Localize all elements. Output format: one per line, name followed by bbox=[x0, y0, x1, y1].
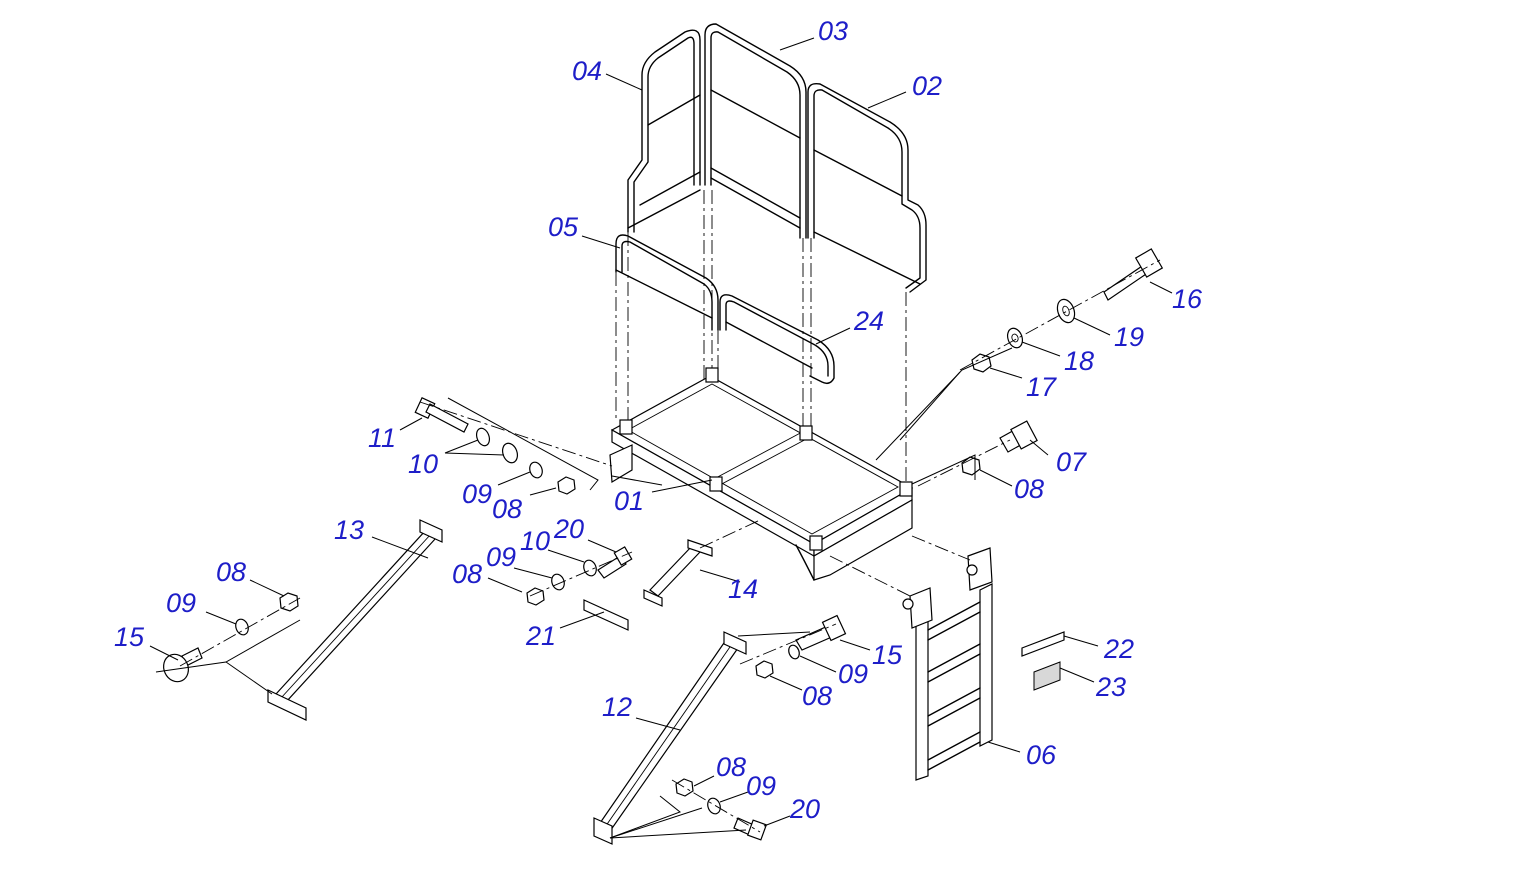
callout-08-middle: 08 bbox=[452, 559, 482, 589]
nut-08-e bbox=[675, 778, 694, 797]
washer-18 bbox=[1006, 327, 1024, 349]
callout-09-bottom: 09 bbox=[746, 771, 776, 801]
railing-05 bbox=[615, 234, 719, 331]
washer-10-a bbox=[475, 427, 491, 447]
railing-24 bbox=[719, 294, 835, 385]
washer-10-b bbox=[501, 442, 519, 464]
washer-09-e bbox=[707, 797, 721, 815]
strut-12-axis bbox=[671, 623, 837, 833]
strut-12 bbox=[593, 631, 747, 845]
callout-01: 01 bbox=[614, 486, 644, 516]
bolt-15-right bbox=[795, 614, 847, 651]
washer-09-c bbox=[551, 573, 565, 591]
callout-08-top-left: 08 bbox=[216, 557, 246, 587]
callout-10-left: 10 bbox=[408, 449, 438, 479]
leaders-22-23 bbox=[1059, 635, 1099, 683]
callout-13: 13 bbox=[334, 515, 364, 545]
callout-20-upper: 20 bbox=[553, 514, 584, 544]
nut-08-c bbox=[526, 587, 545, 606]
callout-07: 07 bbox=[1056, 447, 1087, 477]
callout-09-right: 09 bbox=[838, 659, 868, 689]
railing-03 bbox=[704, 23, 807, 239]
callout-23: 23 bbox=[1095, 672, 1126, 702]
callout-labels: 03 04 02 05 16 24 19 18 17 11 07 10 08 0… bbox=[114, 16, 1203, 824]
callout-05: 05 bbox=[548, 212, 579, 242]
callout-24: 24 bbox=[853, 306, 884, 336]
callout-17: 17 bbox=[1026, 372, 1057, 402]
callout-10-middle: 10 bbox=[520, 526, 550, 556]
plate-21 bbox=[583, 599, 629, 631]
bolt-11 bbox=[414, 396, 469, 433]
washer-19 bbox=[1056, 298, 1076, 324]
callout-12: 12 bbox=[602, 692, 632, 722]
callout-22: 22 bbox=[1103, 634, 1134, 664]
callout-03: 03 bbox=[818, 16, 848, 46]
callout-18: 18 bbox=[1064, 346, 1094, 376]
callout-09-far-left: 09 bbox=[166, 588, 196, 618]
bolt-16 bbox=[1103, 248, 1164, 301]
decal-23 bbox=[1033, 661, 1061, 691]
strut-14-axis bbox=[529, 519, 761, 597]
callout-16: 16 bbox=[1172, 284, 1203, 314]
leaders-07-08 bbox=[911, 439, 1049, 487]
label-plate-22 bbox=[1021, 631, 1065, 657]
ladder-06 bbox=[902, 547, 993, 781]
callout-02: 02 bbox=[912, 71, 942, 101]
strut-14 bbox=[643, 539, 713, 607]
callout-15-right: 15 bbox=[872, 640, 903, 670]
bolt-16-axis bbox=[959, 259, 1161, 371]
leaders-railings bbox=[581, 37, 907, 493]
leader-06 bbox=[987, 741, 1021, 753]
bolt-11-axis bbox=[419, 401, 613, 467]
nut-17 bbox=[971, 353, 992, 373]
callout-08-right: 08 bbox=[1014, 474, 1044, 504]
callout-14: 14 bbox=[728, 574, 758, 604]
callout-06: 06 bbox=[1026, 740, 1057, 770]
nut-08-a bbox=[557, 476, 576, 495]
nut-08-d bbox=[755, 660, 774, 679]
washer-09-a bbox=[529, 461, 543, 479]
strut-13 bbox=[267, 519, 443, 721]
washer-09-d bbox=[788, 644, 800, 660]
washer-09-b bbox=[235, 618, 249, 636]
railing-04 bbox=[627, 29, 701, 233]
bolt-alignment-right bbox=[917, 439, 1011, 487]
callout-19: 19 bbox=[1114, 322, 1144, 352]
pin-15-left bbox=[163, 647, 203, 683]
callout-09-left: 09 bbox=[462, 479, 492, 509]
platform-01 bbox=[609, 367, 914, 581]
callout-20-lower: 20 bbox=[789, 794, 820, 824]
callout-04: 04 bbox=[572, 56, 602, 86]
washer-10-c bbox=[583, 559, 597, 577]
leaders-strut-12 bbox=[609, 631, 871, 839]
railing-02 bbox=[807, 82, 927, 293]
bolt-07 bbox=[999, 420, 1038, 453]
leaders-strut-14 bbox=[487, 539, 741, 629]
pin-15-left-axis bbox=[179, 597, 301, 667]
callout-08-right-lower: 08 bbox=[802, 681, 832, 711]
leaders-16-19 bbox=[875, 281, 1173, 461]
callout-08-left: 08 bbox=[492, 494, 522, 524]
callout-09-middle: 09 bbox=[486, 542, 516, 572]
callout-11: 11 bbox=[368, 423, 396, 453]
callout-08-bottom: 08 bbox=[716, 752, 746, 782]
callout-21: 21 bbox=[525, 621, 556, 651]
ladder-alignment bbox=[829, 535, 971, 597]
leaders-08-11-left bbox=[399, 397, 663, 496]
leaders-left-hardware bbox=[149, 536, 429, 695]
callout-15-left: 15 bbox=[114, 622, 145, 652]
bolt-20-lower bbox=[733, 817, 768, 841]
